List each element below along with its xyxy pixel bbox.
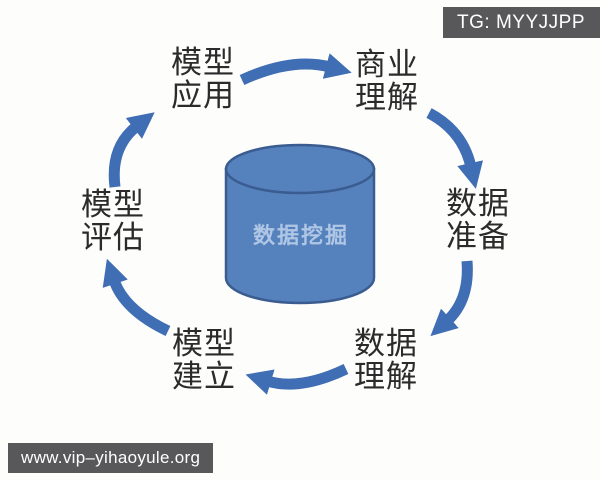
arrow-building-to-evaluation xyxy=(102,258,171,336)
stage-label-line: 建立 xyxy=(172,359,236,395)
stage-label-line: 商业 xyxy=(355,47,419,83)
stage-label-line: 数据 xyxy=(354,326,418,362)
arrow-business-to-preparation xyxy=(426,108,484,189)
stage-label-line: 模型 xyxy=(171,45,235,81)
database-cylinder: 数据挖掘 xyxy=(224,143,376,305)
stage-label-line: 评估 xyxy=(81,220,145,256)
stage-label-line: 应用 xyxy=(171,78,235,114)
stage-label-line: 数据 xyxy=(446,186,510,222)
stage-model-application: 模型 应用 xyxy=(168,47,238,113)
stage-label-line: 模型 xyxy=(172,326,236,362)
stage-data-understanding: 数据 理解 xyxy=(351,328,421,394)
cylinder-top xyxy=(224,143,376,195)
url-watermark-badge: www.vip–yihaoyule.org xyxy=(8,443,214,473)
arrow-application-to-business xyxy=(239,53,352,86)
stage-label-line: 理解 xyxy=(354,359,418,395)
stage-model-building: 模型 建立 xyxy=(169,328,239,394)
stage-label-line: 理解 xyxy=(355,80,419,116)
stage-data-preparation: 数据 准备 xyxy=(443,188,513,254)
stage-label-line: 准备 xyxy=(446,219,510,255)
stage-label-line: 模型 xyxy=(81,187,145,223)
tg-watermark-badge: TG: MYYJJPP xyxy=(443,7,600,38)
stage-model-evaluation: 模型 评估 xyxy=(78,189,148,255)
stage-business-understanding: 商业 理解 xyxy=(352,49,422,115)
arrow-understanding-to-building xyxy=(245,364,349,395)
arrow-evaluation-to-application xyxy=(108,112,155,188)
arrow-preparation-to-understanding xyxy=(430,260,473,337)
cylinder-body xyxy=(224,167,376,305)
cylinder-label: 数据挖掘 xyxy=(253,223,349,249)
